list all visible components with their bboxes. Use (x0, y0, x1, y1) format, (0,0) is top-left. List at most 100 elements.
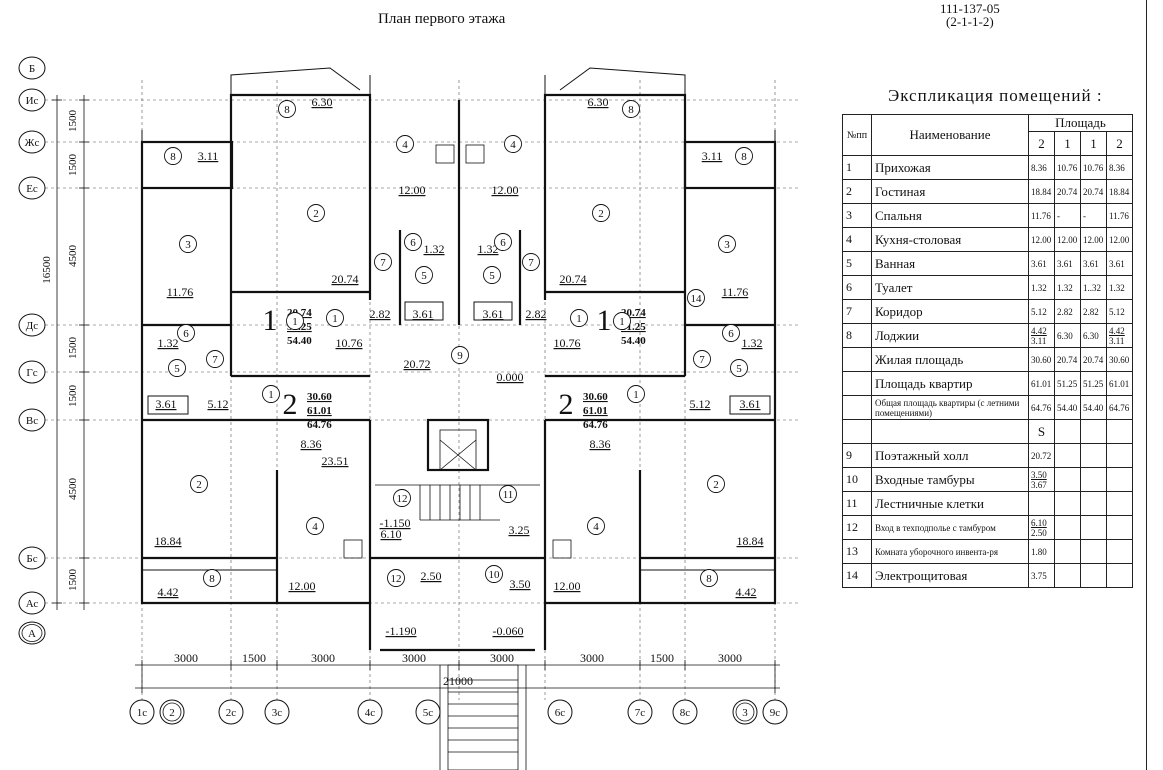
row-value: 18.84 (1028, 179, 1055, 204)
row-value: 3.61 (1080, 251, 1107, 276)
room-area-value: 4.42 (736, 585, 757, 599)
row-name: Ванная (871, 251, 1029, 276)
axis-label-left: Бс (26, 553, 37, 565)
room-area-value: -0.060 (493, 624, 524, 638)
room-number-label: 8 (209, 573, 215, 585)
axis-circle (18, 88, 46, 112)
room-area-value: 5.12 (208, 397, 229, 411)
col-no-header: №пп (842, 114, 872, 156)
row-value (1106, 539, 1133, 564)
room-number: 6 (722, 324, 740, 342)
room-number-circle (164, 147, 182, 165)
axis-marker-bottom: 3 (732, 699, 758, 725)
room-number-circle (499, 485, 517, 503)
row-value (1106, 563, 1133, 588)
room-number-circle (307, 204, 325, 222)
row-value: 6.30 (1080, 323, 1107, 348)
axis-marker-bottom: 4с (357, 699, 383, 725)
apartment-living-area: 30.60 (307, 391, 332, 403)
room-number-label: 6 (183, 328, 189, 340)
room-area-value: 3.50 (510, 577, 531, 591)
room-area-value: 3.61 (740, 397, 761, 411)
axis-label-bottom: 8с (680, 707, 691, 719)
axis-circle (18, 546, 46, 570)
left-dimension-line (52, 95, 89, 610)
room-number-label: 14 (691, 293, 703, 305)
axis-label-bottom: 2 (169, 707, 175, 719)
room-number-label: 8 (170, 151, 176, 163)
room-number-circle (483, 266, 501, 284)
row-name: Входные тамбуры (871, 467, 1029, 492)
row-value (1106, 467, 1133, 492)
bottom-dim-value: 3000 (402, 651, 426, 665)
room-number-label: 1 (332, 313, 338, 325)
row-value: 54.40 (1054, 395, 1081, 420)
row-number (842, 419, 872, 444)
room-number-circle (306, 517, 324, 535)
row-value (1054, 563, 1081, 588)
row-number: 12 (842, 515, 872, 540)
room-number-label: 8 (284, 104, 290, 116)
axis-label-bottom: 7с (635, 707, 646, 719)
axis-circle (762, 699, 788, 725)
room-number-circle (404, 233, 422, 251)
row-value: 11.76 (1106, 203, 1133, 228)
table-row-s: S (842, 419, 1133, 444)
apartment-area: 61.01 (583, 405, 608, 417)
row-value: 1..32 (1080, 275, 1107, 300)
row-name: Вход в техподполье с тамбуром (871, 515, 1029, 540)
room-area-value: 8.36 (590, 437, 611, 451)
left-dim-value: 1500 (67, 569, 79, 592)
room-area-value: 12.00 (399, 183, 426, 197)
room-number: 5 (483, 266, 501, 284)
apartment-number: 1 (263, 304, 278, 337)
room-number: 2 (592, 204, 610, 222)
row-number: 13 (842, 539, 872, 564)
row-value: 61.01 (1106, 371, 1133, 396)
staircase (375, 429, 540, 521)
room-number-label: 9 (457, 350, 463, 362)
row-value: 3.61 (1106, 251, 1133, 276)
room-number-circle (206, 350, 224, 368)
room-number-circle (387, 569, 405, 587)
axis-circle (264, 699, 290, 725)
axis-circle-inner (735, 702, 755, 722)
table-row: Общая площадь квартиры (с летними помеще… (842, 395, 1133, 420)
stove-icons (343, 144, 572, 559)
row-name: Лестничные клетки (871, 491, 1029, 516)
row-number: 5 (842, 251, 872, 276)
row-number (842, 371, 872, 396)
room-number-label: 4 (312, 521, 318, 533)
room-number-label: 1 (619, 316, 625, 328)
axis-label-bottom: 4с (365, 707, 376, 719)
axis-circle-inner (21, 624, 43, 642)
room-area-value: 3.11 (702, 149, 723, 163)
row-name: Жилая площадь (871, 347, 1029, 372)
room-number-circle (730, 359, 748, 377)
row-value (1080, 563, 1107, 588)
row-value: 6.30 (1054, 323, 1081, 348)
room-number-label: 3 (185, 239, 191, 251)
apartment-living-area: 30.60 (583, 391, 608, 403)
apt-col-1: 2 (1028, 131, 1055, 156)
room-number-circle (622, 100, 640, 118)
row-value: 54.40 (1080, 395, 1107, 420)
room-number: 8 (735, 147, 753, 165)
row-number (842, 395, 872, 420)
row-number: 1 (842, 155, 872, 180)
room-area-value: 3.61 (156, 397, 177, 411)
room-number-circle (374, 253, 392, 271)
room-number-circle (570, 309, 588, 327)
room-number-circle (700, 569, 718, 587)
room-number: 8 (278, 100, 296, 118)
room-number-label: 2 (598, 208, 604, 220)
row-value (1106, 419, 1133, 444)
room-number-label: 7 (528, 257, 534, 269)
